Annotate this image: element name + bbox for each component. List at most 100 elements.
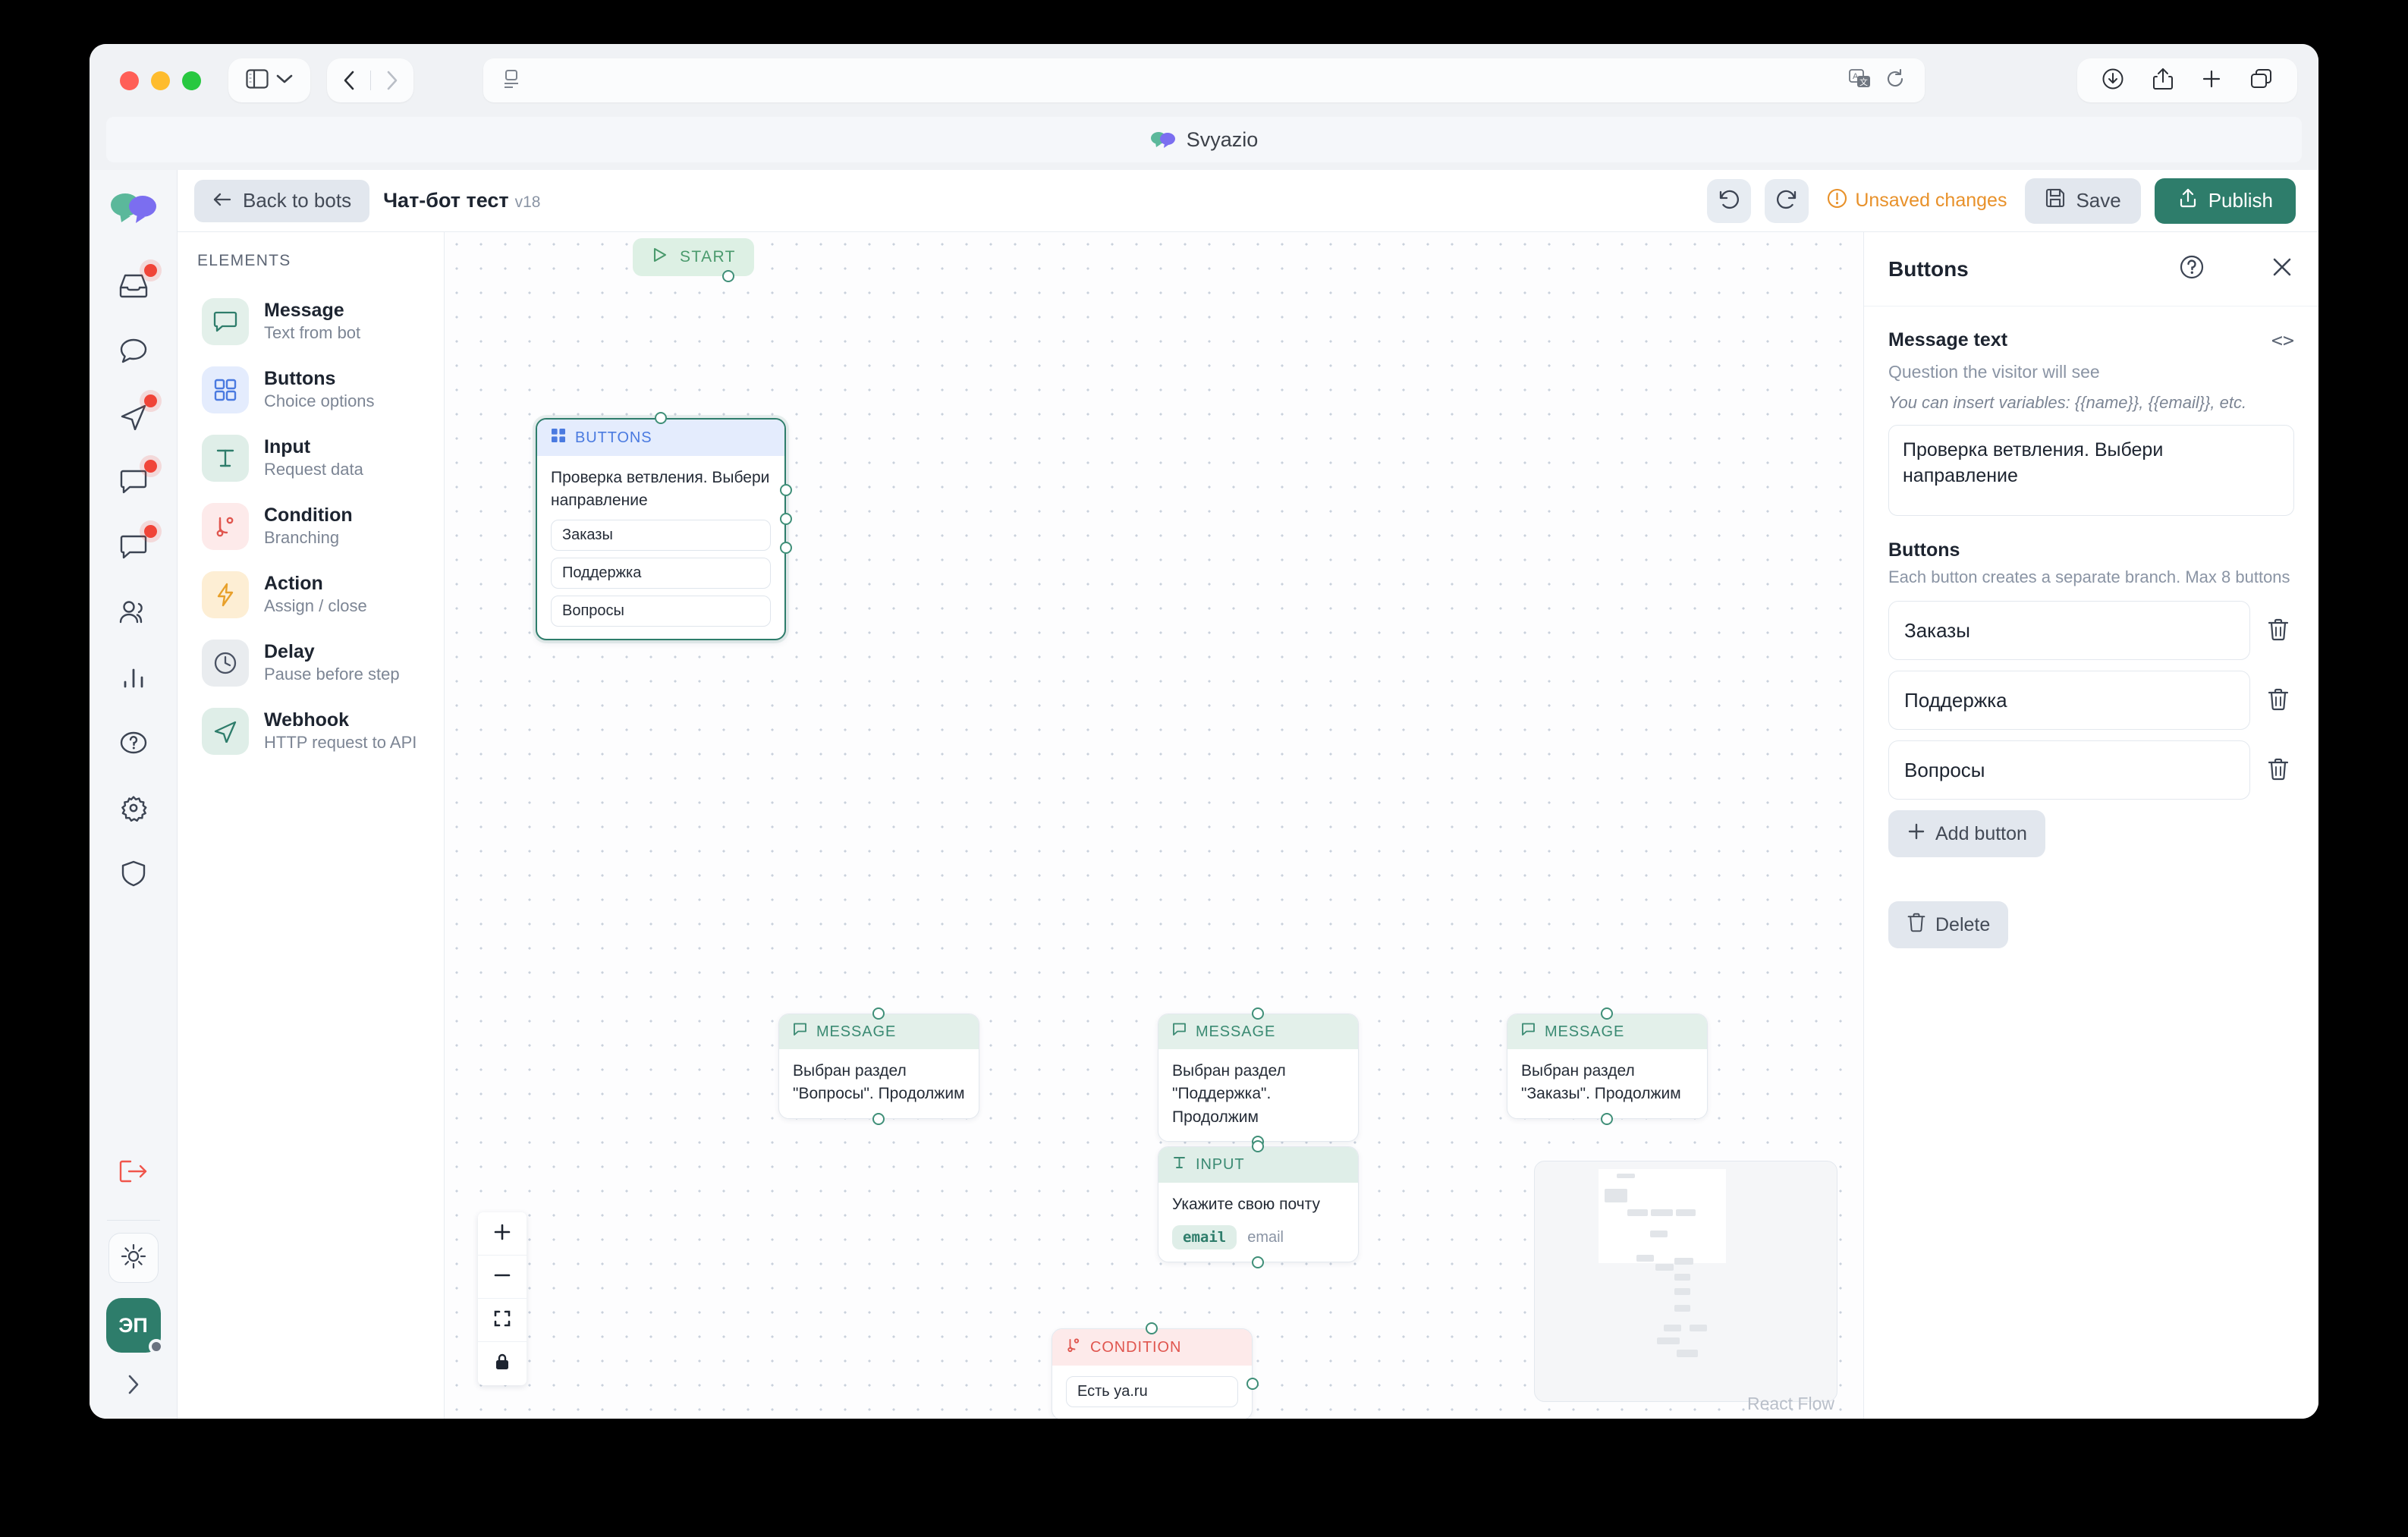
start-node-pill[interactable]: START [633, 238, 754, 276]
app-logo-icon[interactable] [110, 191, 157, 228]
minimize-window-button[interactable] [151, 71, 170, 90]
minimap-node [1651, 1209, 1673, 1216]
sidebar-item-security[interactable] [105, 844, 162, 902]
theme-toggle-button[interactable] [108, 1233, 159, 1283]
close-window-button[interactable] [120, 71, 139, 90]
tab-overview-icon[interactable] [2250, 68, 2273, 93]
share-icon[interactable] [2152, 68, 2174, 94]
zoom-in-button[interactable] [478, 1212, 527, 1256]
sidebar-item-broadcasts[interactable] [105, 388, 162, 445]
sidebar-toggle-group[interactable] [228, 58, 310, 102]
browser-tab[interactable]: Svyazio [106, 117, 2302, 162]
delete-button-1[interactable] [2262, 613, 2294, 649]
delete-button-3[interactable] [2262, 753, 2294, 788]
node-handle-out-podderzhka[interactable] [780, 513, 792, 525]
sidebar-item-inbox[interactable] [105, 257, 162, 315]
node-message-card[interactable]: MESSAGE Выбран раздел "Вопросы". Продолж… [778, 1014, 979, 1119]
fit-view-button[interactable] [478, 1299, 527, 1342]
text-input-icon [202, 435, 249, 482]
zoom-out-button[interactable] [478, 1256, 527, 1299]
node-handle-in[interactable] [872, 1007, 885, 1020]
sidebar-item-dialogs[interactable] [105, 518, 162, 576]
undo-button[interactable] [1707, 178, 1752, 223]
reader-icon[interactable] [503, 69, 520, 93]
button-label-input-2[interactable] [1888, 671, 2250, 730]
delete-node-button[interactable]: Delete [1888, 901, 2009, 948]
palette-item-input[interactable]: Input Request data [197, 426, 427, 490]
message-text-input[interactable] [1888, 425, 2294, 516]
palette-item-buttons[interactable]: Buttons Choice options [197, 358, 427, 422]
reload-icon[interactable] [1885, 68, 1905, 93]
new-tab-icon[interactable] [2201, 68, 2222, 93]
zoom-window-button[interactable] [182, 71, 201, 90]
sidebar-item-settings[interactable] [105, 779, 162, 837]
palette-item-action[interactable]: Action Assign / close [197, 563, 427, 627]
node-start[interactable]: START [633, 238, 754, 282]
sidebar-item-contacts[interactable] [105, 583, 162, 641]
node-message-card[interactable]: MESSAGE Выбран раздел "Заказы". Продолжи… [1507, 1014, 1708, 1119]
palette-item-delay[interactable]: Delay Pause before step [197, 631, 427, 695]
button-label-input-1[interactable] [1888, 601, 2250, 660]
node-input-card[interactable]: INPUT Укажите свою почту email email [1158, 1146, 1359, 1263]
node-option[interactable]: Поддержка [551, 557, 771, 589]
node-handle-out[interactable] [872, 1112, 885, 1125]
minimap-node [1655, 1264, 1674, 1271]
node-handle-out-true[interactable] [1246, 1378, 1259, 1390]
forward-icon[interactable] [371, 71, 413, 90]
button-label-input-3[interactable] [1888, 740, 2250, 800]
node-handle-in[interactable] [1601, 1007, 1613, 1020]
chevron-down-icon[interactable] [276, 74, 293, 88]
avatar[interactable]: ЭП [105, 1298, 164, 1354]
publish-button[interactable]: Publish [2154, 178, 2296, 224]
node-handle-out[interactable] [1601, 1112, 1613, 1125]
node-condition[interactable]: CONDITION Есть ya.ru [1052, 1322, 1259, 1419]
node-handle-in[interactable] [1252, 1007, 1264, 1020]
node-handle-out-voprosy[interactable] [780, 542, 792, 554]
node-handle-out[interactable] [722, 270, 734, 282]
sidebar-item-help[interactable] [105, 714, 162, 772]
node-condition-rule[interactable]: Есть ya.ru [1066, 1376, 1238, 1407]
sidebar-item-analytics[interactable] [105, 649, 162, 706]
node-input[interactable]: INPUT Укажите свою почту email email [1158, 1140, 1359, 1269]
node-option[interactable]: Заказы [551, 519, 771, 551]
node-message-voprosy[interactable]: MESSAGE Выбран раздел "Вопросы". Продолж… [778, 1007, 979, 1125]
node-option[interactable]: Вопросы [551, 595, 771, 627]
node-handle-out-zakazy[interactable] [780, 484, 792, 496]
notification-badge [143, 460, 157, 473]
add-button-button[interactable]: Add button [1888, 810, 2045, 857]
back-icon[interactable] [328, 71, 370, 90]
redo-button[interactable] [1765, 178, 1809, 223]
palette-item-webhook[interactable]: Webhook HTTP request to API [197, 699, 427, 763]
sidebar-item-chats[interactable] [105, 322, 162, 380]
node-message-text: Выбран раздел "Вопросы". Продолжим [793, 1062, 965, 1103]
node-buttons[interactable]: BUTTONS Проверка ветвления. Выбери напра… [536, 412, 792, 640]
sidebar-item-logout[interactable] [105, 1143, 162, 1200]
node-message-zakazy[interactable]: MESSAGE Выбран раздел "Заказы". Продолжи… [1507, 1007, 1708, 1125]
palette-item-condition[interactable]: Condition Branching [197, 495, 427, 558]
node-handle-in[interactable] [655, 412, 667, 424]
workspace: ELEMENTS Message Text from bot [178, 232, 2318, 1419]
help-circle-icon[interactable] [2179, 254, 2205, 284]
node-handle-in[interactable] [1252, 1140, 1264, 1152]
node-handle-in[interactable] [1146, 1322, 1158, 1334]
lock-canvas-button[interactable] [478, 1342, 527, 1385]
expand-rail-button[interactable] [125, 1372, 142, 1400]
save-button[interactable]: Save [2025, 178, 2141, 224]
sidebar-item-messages[interactable] [105, 453, 162, 511]
canvas-minimap[interactable] [1534, 1161, 1837, 1402]
node-message-card[interactable]: MESSAGE Выбран раздел "Поддержка". Продо… [1158, 1014, 1359, 1143]
palette-item-message[interactable]: Message Text from bot [197, 290, 427, 354]
downloads-icon[interactable] [2101, 68, 2124, 94]
sidebar-icon[interactable] [246, 68, 269, 93]
code-toggle-icon[interactable]: <> [2271, 329, 2294, 351]
node-handle-out[interactable] [1252, 1256, 1264, 1269]
node-condition-card[interactable]: CONDITION Есть ya.ru [1052, 1328, 1253, 1419]
node-message-podderzhka[interactable]: MESSAGE Выбран раздел "Поддержка". Продо… [1158, 1007, 1359, 1149]
flow-canvas[interactable]: START BUTTONS [445, 232, 1863, 1419]
close-icon[interactable] [2270, 255, 2294, 283]
back-to-bots-button[interactable]: Back to bots [194, 179, 370, 222]
node-buttons-card[interactable]: BUTTONS Проверка ветвления. Выбери напра… [536, 418, 786, 640]
delete-button-2[interactable] [2262, 683, 2294, 718]
